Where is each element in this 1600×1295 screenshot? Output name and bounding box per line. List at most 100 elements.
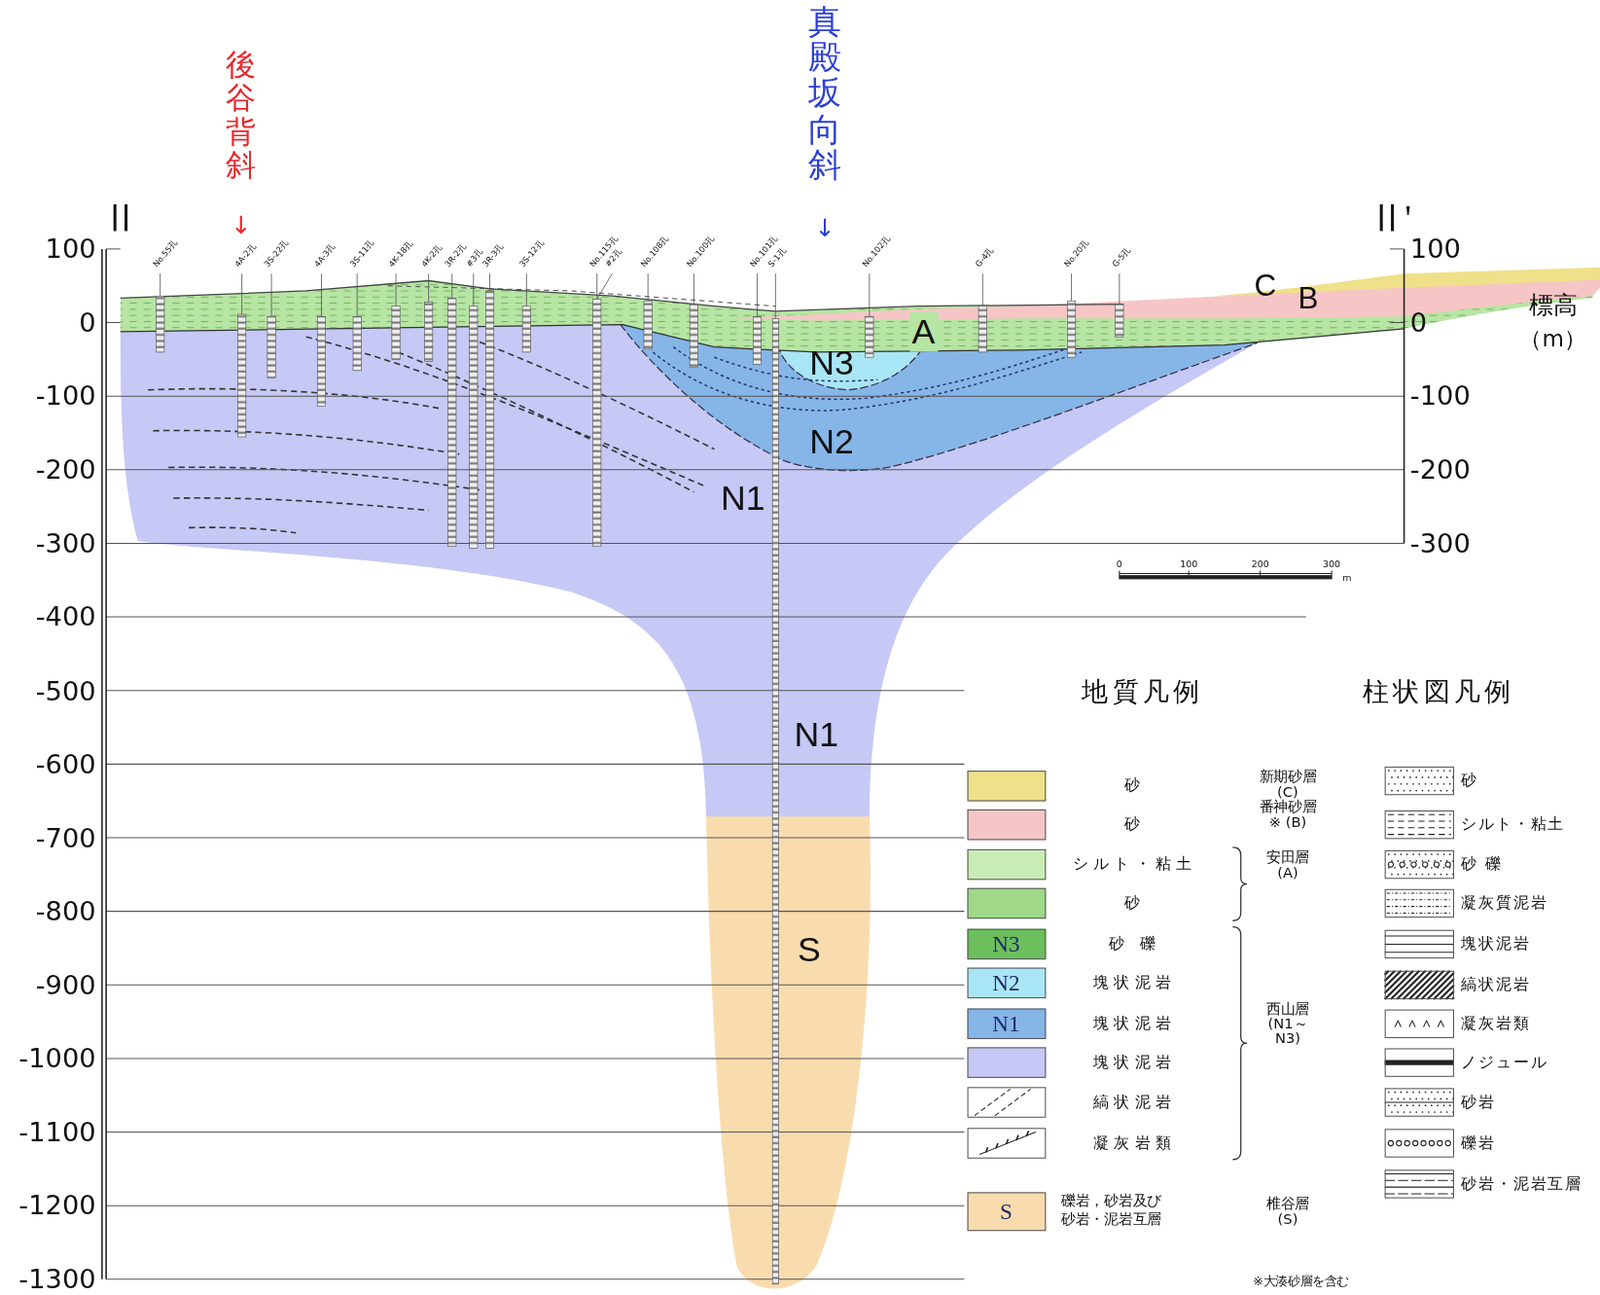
section-stroke — [1430, 1091, 1433, 1094]
section-stroke — [106, 836, 964, 838]
section-stroke — [1445, 1139, 1451, 1145]
elevation-tick: -900 — [35, 971, 97, 998]
section-stroke — [489, 273, 491, 291]
section-stroke — [106, 248, 121, 249]
section-stroke — [1415, 970, 1444, 999]
borehole-label: No.20孔 — [1062, 238, 1091, 270]
unit-label: A — [909, 311, 937, 352]
elevation-tick: -1100 — [18, 1118, 96, 1145]
section-stroke — [1436, 782, 1439, 785]
fold-axis-label: ↓ — [230, 212, 251, 241]
section-stroke — [397, 352, 694, 493]
section-stroke — [353, 316, 361, 371]
formation-name: 椎谷層 (S) — [1266, 1196, 1310, 1227]
section-stroke — [1400, 782, 1403, 785]
section-stroke — [1396, 1098, 1399, 1101]
section-stroke — [173, 497, 428, 511]
section-stroke — [1389, 248, 1405, 249]
column-swatch — [1385, 810, 1455, 839]
section-stroke — [1443, 782, 1446, 785]
section-stroke — [772, 318, 779, 1283]
section-stroke — [1409, 1110, 1412, 1113]
scale-label: m — [1342, 571, 1352, 583]
section-stroke — [1433, 873, 1436, 876]
tuff-lines — [147, 336, 714, 533]
section-stroke — [522, 306, 531, 353]
section-stroke — [596, 273, 598, 299]
section-stroke — [1393, 769, 1396, 772]
borehole-label: 4A-2孔 — [233, 242, 259, 270]
section-stroke — [106, 1205, 964, 1207]
section-stroke — [868, 273, 870, 317]
section-stroke — [1066, 300, 1075, 357]
section-stroke — [106, 689, 964, 691]
section-stroke — [1449, 1091, 1452, 1094]
unit-label: N3 — [809, 343, 854, 384]
section-stroke — [1119, 575, 1332, 579]
legend-swatch — [967, 809, 1047, 840]
section-stroke — [1406, 1103, 1409, 1106]
formation-name: 安田層 (A) — [1266, 849, 1310, 880]
section-stroke — [1396, 1139, 1402, 1145]
section-stroke — [451, 273, 453, 298]
section-stroke — [1415, 859, 1418, 862]
section-stroke — [1422, 776, 1424, 779]
elevation-tick: 100 — [1410, 235, 1461, 262]
section-stroke — [1386, 905, 1453, 907]
section-stroke — [1403, 859, 1406, 862]
section-stroke — [1387, 861, 1393, 867]
section-stroke — [1446, 873, 1449, 876]
section-stroke — [1118, 569, 1120, 575]
elevation-tick: -700 — [35, 823, 97, 851]
borehole-label: No.102孔 — [860, 234, 893, 270]
legend-text: 砂 礫 — [1460, 855, 1503, 874]
section-stroke — [1406, 1091, 1409, 1094]
borehole-label: #3孔 — [464, 247, 486, 270]
legend-text: 縞状泥岩 — [1093, 1093, 1176, 1111]
elevation-tick: -800 — [35, 897, 97, 925]
legend-text: 塊状泥岩 — [1093, 1014, 1176, 1032]
elevation-tick: -1200 — [18, 1192, 96, 1219]
swatch-label: N1 — [992, 1010, 1020, 1037]
section-stroke — [1396, 789, 1399, 792]
section-stroke — [106, 984, 964, 986]
elevation-tick: -600 — [35, 750, 97, 778]
section-stroke — [1433, 861, 1439, 867]
section-stroke — [1406, 782, 1409, 785]
section-stroke — [526, 273, 528, 307]
section-stroke — [1396, 776, 1399, 779]
section-stroke — [1422, 1110, 1424, 1113]
section-stroke — [1411, 861, 1417, 867]
section-stroke — [1418, 1103, 1421, 1106]
section-stroke — [1433, 789, 1436, 792]
section-stroke — [1418, 782, 1421, 785]
section-stroke — [1421, 970, 1450, 999]
column-swatch — [1385, 888, 1455, 918]
section-stroke — [1433, 1110, 1436, 1113]
section-stroke — [1422, 859, 1424, 862]
section-stroke — [1387, 853, 1390, 855]
section-stroke — [982, 273, 984, 307]
section-stroke — [1427, 789, 1430, 792]
section-stroke — [1403, 1098, 1406, 1101]
legend-title: 地質凡例 — [1081, 676, 1205, 708]
section-stroke — [647, 273, 649, 301]
section-stroke — [693, 273, 695, 304]
section-stroke — [1415, 1098, 1418, 1101]
section-stroke — [1393, 853, 1396, 855]
unit-label: B — [1297, 280, 1318, 316]
section-stroke — [1412, 853, 1415, 855]
section-stroke — [1387, 814, 1452, 816]
old-surface — [388, 285, 777, 307]
section-stroke — [168, 466, 480, 490]
section-stroke — [1390, 776, 1393, 779]
legend-text: 砂 礫 — [1108, 934, 1161, 953]
section-stroke — [1422, 1098, 1424, 1101]
borehole-label: No.100孔 — [684, 234, 717, 270]
section-stroke — [159, 273, 161, 296]
section-stroke — [652, 352, 1082, 411]
unit-label: S — [797, 928, 821, 969]
section-stroke — [1409, 970, 1438, 999]
legend-swatch — [967, 1086, 1047, 1117]
